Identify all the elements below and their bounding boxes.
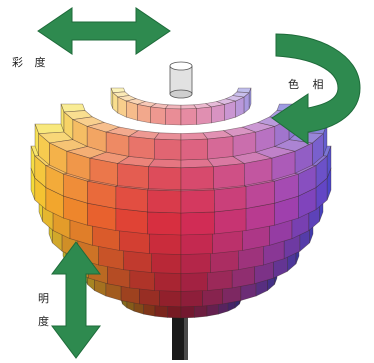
solid-block-front <box>148 190 181 213</box>
solid-block-front <box>214 209 246 234</box>
solid-block-front <box>148 212 181 235</box>
solid-block-top <box>237 88 251 93</box>
solid-block-front <box>233 132 256 156</box>
solid-block-front <box>165 109 181 126</box>
axis-cap <box>170 62 192 98</box>
solid-block-front <box>106 132 129 156</box>
solid-block-front <box>181 212 214 235</box>
solid-block-front <box>129 136 154 159</box>
solid-block-front <box>154 139 181 160</box>
solid-block-front <box>149 167 182 190</box>
solid-block-front <box>197 107 212 125</box>
hue-label: 色 相 <box>288 76 329 92</box>
solid-block-top <box>154 133 181 140</box>
solid-block-front <box>208 136 233 159</box>
solid-block-front <box>211 104 224 123</box>
solid-block-front <box>181 139 208 160</box>
solid-block-front <box>126 101 137 120</box>
solid-block-front <box>137 104 150 123</box>
solid-block-front <box>225 101 236 120</box>
solid-block-front <box>214 164 245 189</box>
solid-block-front <box>118 164 149 189</box>
double-horizontal-arrow-icon <box>38 8 170 54</box>
solid-block-top <box>149 159 182 168</box>
solid-block-front <box>181 167 214 190</box>
value-label-line1: 明 <box>38 290 50 306</box>
chroma-label: 彩 度 <box>12 54 50 70</box>
solid-block-front <box>181 109 197 126</box>
solid-block-front <box>181 190 214 213</box>
solid-block-front <box>116 187 148 212</box>
value-label-line2: 度 <box>38 313 50 329</box>
solid-block-front <box>214 187 246 212</box>
solid-block-front <box>116 209 148 234</box>
solid-block-front <box>151 107 166 125</box>
